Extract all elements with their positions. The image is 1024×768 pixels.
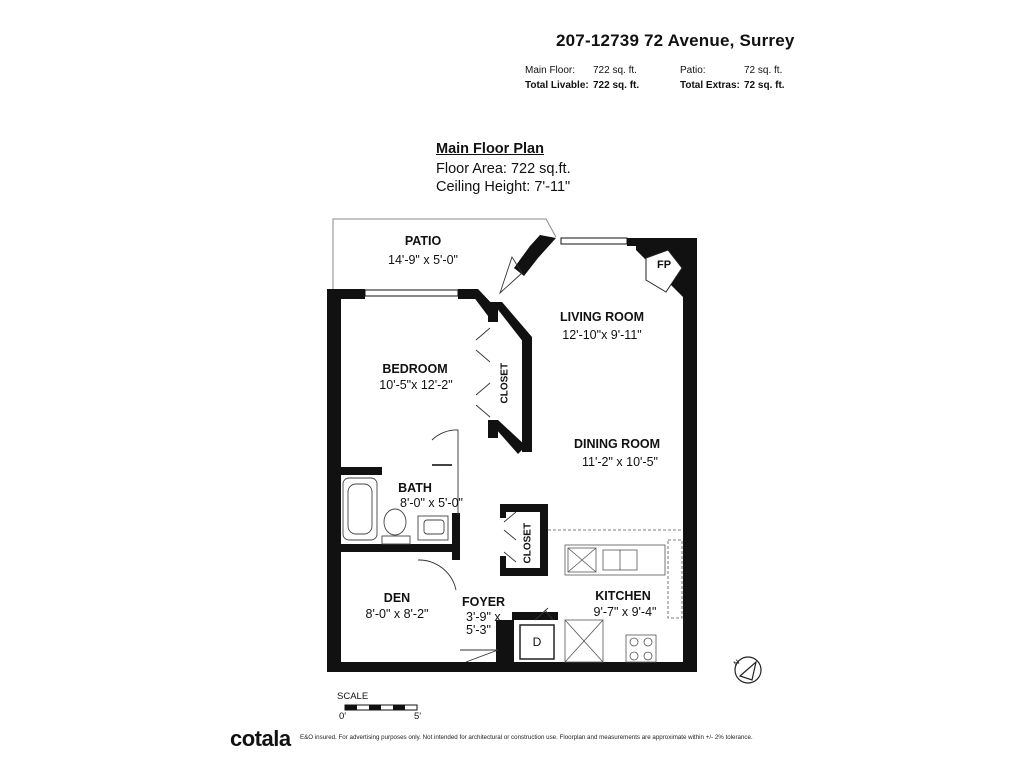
fireplace — [645, 249, 683, 293]
main-floor-label: Main Floor: — [525, 65, 576, 76]
bathtub — [342, 477, 378, 541]
scale-bar — [344, 704, 418, 711]
svg-text:N: N — [733, 659, 741, 668]
walls — [327, 235, 697, 672]
door-swings — [417, 255, 554, 663]
bedroom-closet-label: CLOSET — [499, 362, 511, 404]
foyer-name: FOYER — [462, 595, 506, 609]
window-living — [560, 237, 628, 245]
dishwasher — [567, 547, 597, 573]
wall-bath-east — [452, 513, 460, 552]
bedroom-name: BEDROOM — [382, 362, 448, 376]
foyer-dims-1: 3'-9" x — [466, 610, 501, 624]
wall-bath-south — [327, 544, 460, 552]
dryer-label: D — [532, 635, 542, 649]
wall-closet-diag-top — [492, 302, 532, 343]
bedroom-closet-doors — [475, 327, 491, 418]
patio-label: Patio: — [680, 65, 706, 76]
bedroom-dims: 10'-5"x 12'-2" — [379, 378, 453, 392]
wall-north-bedroom-left — [327, 289, 365, 299]
wall-south-left — [327, 662, 505, 672]
hall-closet-doors — [503, 511, 517, 563]
bath-fixtures — [342, 464, 452, 545]
total-extras-label: Total Extras: — [680, 80, 740, 91]
patio-value: 72 sq. ft. — [744, 65, 783, 76]
wall-closet-east — [522, 337, 532, 452]
fireplace-label: FP — [656, 259, 672, 271]
north-arrow: N — [733, 656, 762, 684]
fridge — [667, 539, 683, 619]
wall-west — [327, 289, 341, 672]
kitchen-cabinet — [564, 619, 604, 663]
patio-door — [499, 255, 523, 295]
bath-sink — [417, 515, 449, 541]
wall-den-stub — [452, 552, 460, 560]
total-extras-value: 72 sq. ft. — [744, 80, 785, 91]
ceiling-height: Ceiling Height: 7'-11" — [436, 179, 571, 195]
wall-east — [683, 238, 697, 670]
wall-foyer-east — [496, 620, 514, 672]
kitchen-dims: 9'-7" x 9'-4" — [593, 605, 657, 619]
wall-closet2-east — [540, 504, 548, 576]
dryer — [519, 624, 555, 660]
dining-room-name: DINING ROOM — [573, 437, 661, 451]
patio-dims: 14'-9" x 5'-0" — [388, 253, 458, 267]
bath-dims: 8'-0" x 5'-0" — [400, 496, 463, 510]
wall-angle-living — [514, 235, 556, 276]
main-floor-value: 722 sq. ft. — [593, 65, 637, 76]
wall-bath-north — [327, 467, 382, 475]
wall-closet2-stub1 — [500, 504, 506, 518]
total-livable-value: 722 sq. ft. — [593, 80, 640, 91]
toilet — [383, 508, 407, 536]
laundry-doors — [534, 607, 554, 621]
bath-name: BATH — [398, 481, 432, 495]
wall-closet2-top — [500, 504, 548, 512]
scale-start: 0' — [339, 711, 347, 722]
wall-closet2-stub2 — [500, 556, 506, 576]
wall-closet-bottom-stub — [488, 420, 498, 438]
cotala-logo: cotala — [230, 726, 291, 751]
den-name: DEN — [383, 591, 411, 605]
living-room-name: LIVING ROOM — [559, 310, 645, 324]
floor-area: Floor Area: 722 sq.ft. — [436, 161, 571, 177]
scale-end: 5' — [414, 711, 422, 722]
wall-south-right — [510, 662, 697, 672]
wall-laundry-top — [512, 612, 558, 620]
den-door — [417, 559, 457, 591]
total-livable-label: Total Livable: — [525, 80, 589, 91]
patio-outline — [332, 218, 557, 289]
dining-room-dims: 11'-2" x 10'-5" — [582, 455, 658, 469]
stove — [625, 634, 657, 663]
patio-name: PATIO — [404, 234, 442, 248]
scale-label: SCALE — [337, 691, 369, 702]
kitchen-fixtures — [548, 529, 683, 663]
bedroom-door — [431, 429, 459, 465]
window-bedroom — [364, 289, 459, 297]
wall-closet2-bottom — [500, 568, 548, 576]
kitchen-name: KITCHEN — [595, 589, 651, 603]
wall-closet-top — [488, 302, 498, 322]
entry-door — [460, 649, 499, 663]
living-room-dims: 12'-10"x 9'-11" — [562, 328, 642, 342]
den-dims: 8'-0" x 8'-2" — [365, 607, 429, 621]
wall-north-bedroom-right — [458, 289, 478, 299]
windows — [364, 237, 628, 297]
disclaimer-text: E&O insured. For advertising purposes on… — [300, 734, 753, 741]
kitchen-counter — [564, 544, 666, 576]
foyer-dims-2: 5'-3" — [466, 623, 491, 637]
property-address: 207-12739 72 Avenue, Surrey — [556, 31, 795, 50]
plan-title: Main Floor Plan — [436, 141, 544, 157]
hall-closet-label: CLOSET — [522, 522, 534, 564]
